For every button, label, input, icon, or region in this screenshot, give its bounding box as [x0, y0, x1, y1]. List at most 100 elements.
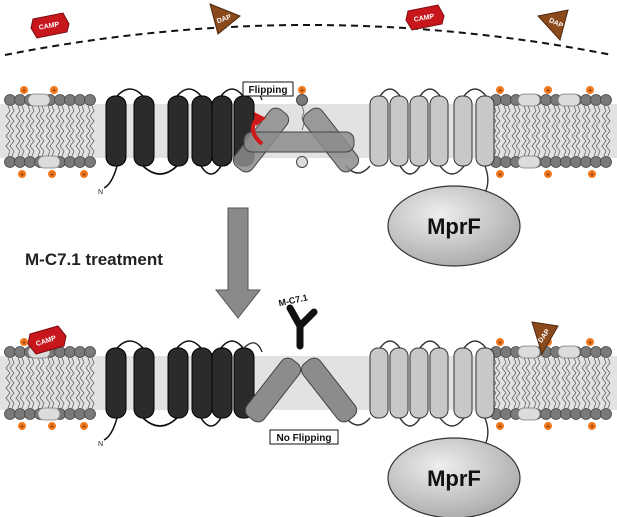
plus-charge-icon [20, 338, 28, 346]
transmembrane-helix-dark [191, 95, 213, 167]
helix-loop [142, 417, 178, 427]
plus-charge-icon [80, 422, 88, 430]
dap-molecule-top-right: DAP [537, 9, 569, 42]
camp-shape [405, 4, 445, 31]
plus-charge-icon [586, 338, 594, 346]
no-flipping-label: No Flipping [277, 433, 332, 444]
lipid-tails [85, 105, 95, 157]
lipid-head [64, 156, 76, 168]
lipid-head [74, 408, 86, 420]
dap-shape [209, 3, 241, 35]
n-terminus-label: N [98, 189, 103, 196]
cell-wall-arc [4, 24, 613, 56]
plus-charge-icon [48, 422, 56, 430]
transmembrane-helix-dark [133, 347, 155, 419]
transmembrane-helix-light [475, 347, 495, 419]
lipid-head [14, 156, 26, 168]
helix-loop [220, 88, 244, 97]
lipid-head [550, 408, 562, 420]
plus-charge-icon [50, 86, 58, 94]
lipid-head [580, 408, 592, 420]
plus-charge-label: + [498, 172, 502, 179]
plus-charge-label: + [20, 424, 24, 431]
lipid-head [84, 346, 96, 358]
plus-charge-icon [496, 86, 504, 94]
lipid-tails [521, 105, 531, 157]
lipid-tails [511, 105, 521, 157]
no-flipping-label-box [269, 429, 339, 445]
transmembrane-helix-dark [167, 95, 189, 167]
plus-charge-icon [588, 170, 596, 178]
plus-charge-label: + [50, 424, 54, 431]
lipid-tails [301, 105, 305, 131]
lipid-head [14, 346, 26, 358]
lipid-tails [511, 357, 521, 409]
plus-charge-icon [496, 338, 504, 346]
lipid-tails [55, 105, 65, 157]
lipid-tails [75, 357, 85, 409]
lipid-tails [25, 105, 35, 157]
plus-charge-label: + [22, 88, 26, 95]
helix-loop [419, 340, 441, 349]
transmembrane-helix-dark [133, 95, 155, 167]
lipid-head [540, 408, 552, 420]
lipid-tails [541, 105, 551, 157]
lysyl-lipid [557, 93, 581, 107]
helix-loop [176, 340, 202, 349]
helix-loop [116, 340, 144, 349]
n-terminus-tail [103, 417, 118, 441]
lipid-tails [551, 357, 561, 409]
lipid-tails [551, 105, 561, 157]
lipid-tails [561, 357, 571, 409]
lipid-head [24, 156, 36, 168]
lipid-tails [75, 105, 85, 157]
transmembrane-helix-light [409, 347, 429, 419]
lipid-head [74, 94, 86, 106]
helix-loop [399, 417, 421, 427]
plus-charge-icon [496, 170, 504, 178]
plus-charge-icon [18, 170, 26, 178]
lipid-tails [601, 357, 611, 409]
helix-loop [379, 88, 401, 97]
plus-charge-icon [20, 86, 28, 94]
lipid-head [64, 346, 76, 358]
y-shaped-antibody-icon [286, 304, 318, 350]
lipid-tails [571, 105, 581, 157]
plus-charge-icon [544, 170, 552, 178]
transmembrane-helix-light [429, 95, 449, 167]
flipping-label: Flipping [249, 85, 288, 96]
plus-charge-label: + [20, 172, 24, 179]
lysyl-lipid [27, 93, 51, 107]
lipid-head [4, 408, 16, 420]
helix-loop [142, 165, 178, 175]
lipid-head [14, 94, 26, 106]
transmembrane-helix-light [389, 347, 409, 419]
mprf-label: MprF [427, 214, 481, 239]
helix-loop [399, 165, 421, 175]
helix-loop [439, 165, 465, 175]
lipid-head [84, 156, 96, 168]
plus-charge-icon [298, 86, 306, 94]
lipid-head [580, 156, 592, 168]
lipid-head [600, 156, 612, 168]
lipid-head [590, 346, 602, 358]
plus-charge-label: + [498, 340, 502, 347]
lipid-tails [581, 105, 591, 157]
treatment-arrow [214, 207, 262, 319]
plus-charge-label: + [546, 424, 550, 431]
lipid-head [4, 346, 16, 358]
lipid-head [500, 94, 512, 106]
lipid-head [84, 408, 96, 420]
plus-charge-icon [496, 422, 504, 430]
lipid-tails [25, 357, 35, 409]
dap-molecule-top-left: DAP [209, 3, 241, 35]
flippase-helix-horizontal [243, 131, 355, 153]
plus-charge-label: + [590, 424, 594, 431]
lipid-head [64, 94, 76, 106]
lipid-tails [35, 105, 45, 157]
transmembrane-helix-dark [167, 347, 189, 419]
mprf-label: MprF [427, 466, 481, 491]
